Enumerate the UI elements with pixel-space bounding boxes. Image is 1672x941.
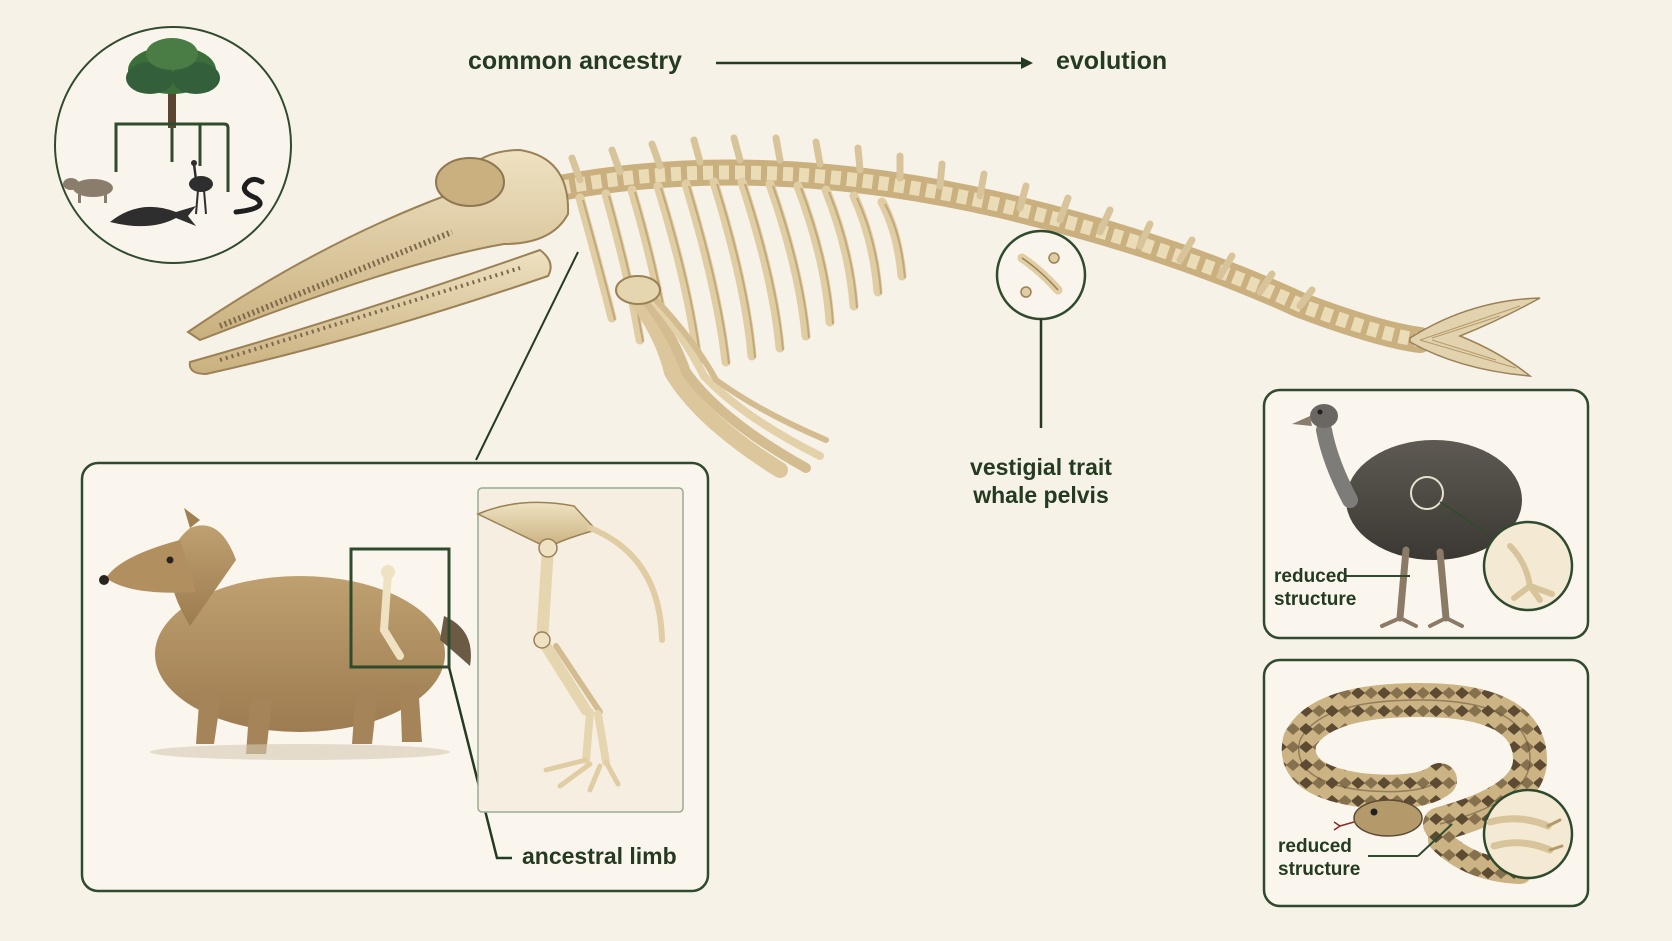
pelvis-callout-line2: whale pelvis bbox=[973, 481, 1109, 508]
common-ancestry-label: common ancestry bbox=[468, 47, 682, 75]
ostrich-reduced-line1: reduced bbox=[1274, 566, 1348, 587]
pelvis-callout-line1: vestigial trait bbox=[970, 454, 1112, 480]
snake-reduced-line2: structure bbox=[1278, 858, 1361, 880]
snake-panel bbox=[1262, 658, 1590, 908]
whale-skeleton bbox=[186, 134, 1541, 478]
ostrich-reduced-line2: structure bbox=[1274, 588, 1357, 610]
ostrich-panel bbox=[1262, 388, 1590, 640]
snake-reduced-line1: reduced bbox=[1278, 836, 1352, 857]
phylogeny-tree-icon bbox=[54, 26, 292, 264]
snake-icon bbox=[233, 176, 265, 215]
ostrich-icon bbox=[189, 160, 213, 215]
ancestral-limb-label: ancestral limb bbox=[522, 843, 677, 869]
ancestral-limb-panel bbox=[80, 461, 710, 893]
mammal-icon bbox=[63, 178, 113, 203]
evolution-label: evolution bbox=[1056, 47, 1168, 75]
ostrich-reduced-label: reduced structure bbox=[1274, 566, 1356, 612]
whale-icon bbox=[110, 206, 196, 227]
ancestral-pointer-line bbox=[475, 251, 579, 461]
whale-pelvis-callout bbox=[995, 229, 1087, 428]
snake-reduced-label: reduced structure bbox=[1278, 836, 1360, 882]
pelvis-callout-label: vestigial trait whale pelvis bbox=[966, 454, 1116, 509]
